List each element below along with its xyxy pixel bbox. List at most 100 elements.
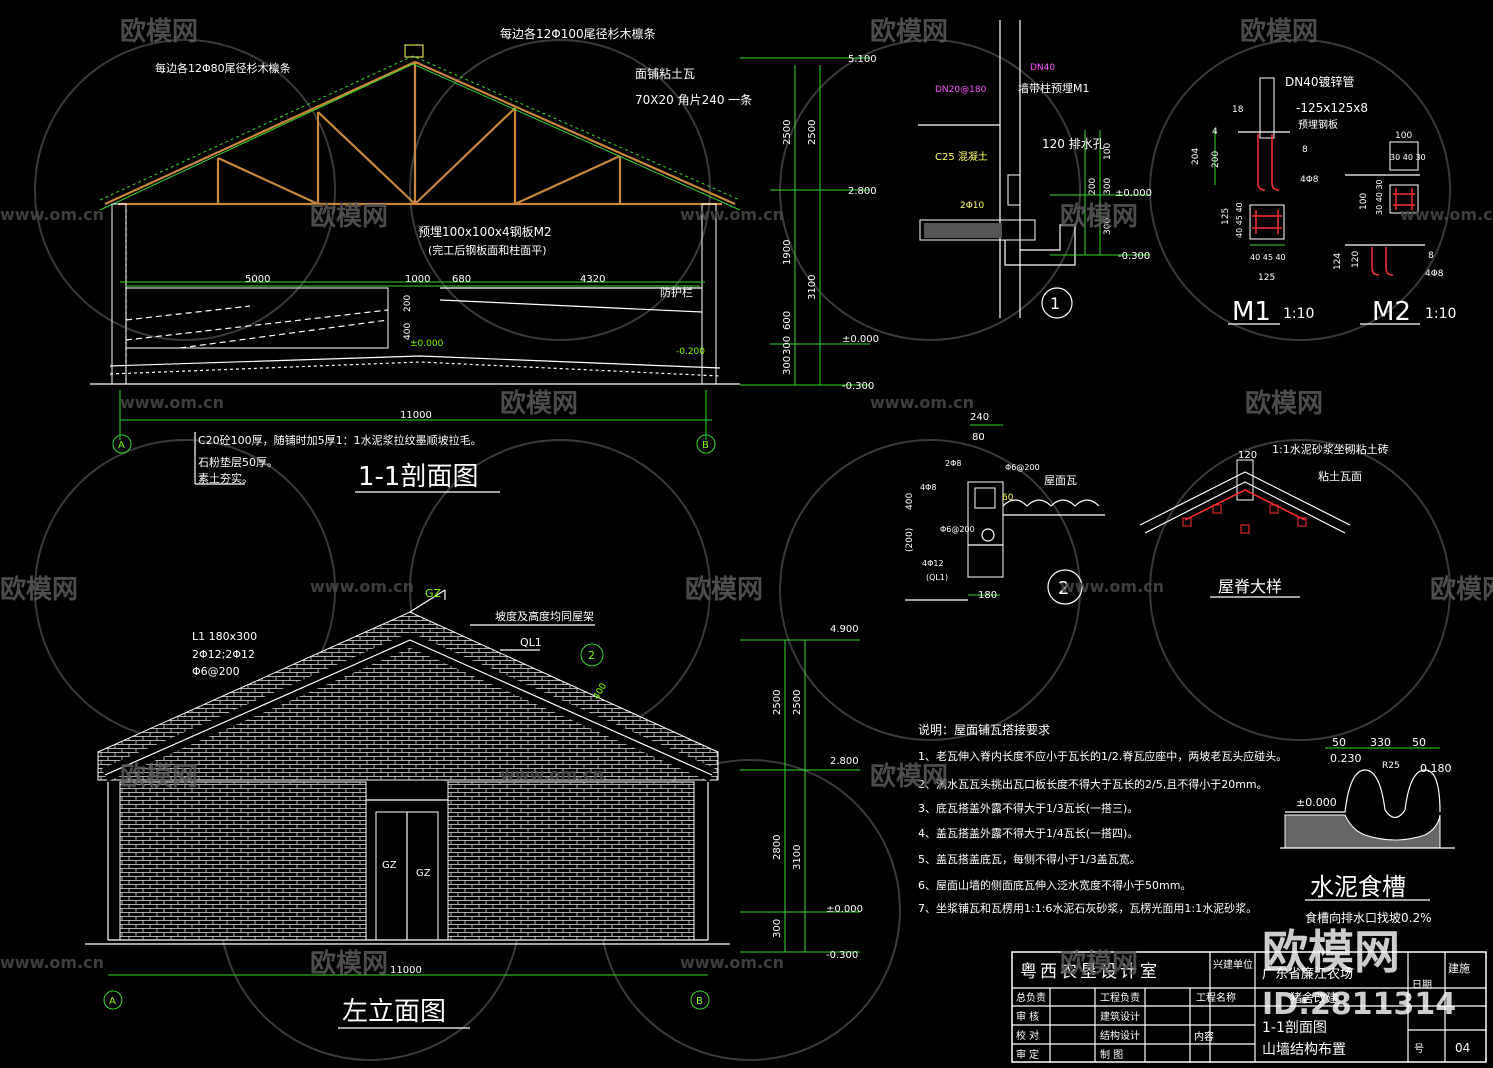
m-dim-404540h: 40 45 40	[1250, 253, 1286, 262]
wm-domain-6: www.om.cn	[310, 577, 414, 596]
section-level-0000: ±0.000	[842, 334, 879, 345]
detail-1: DN40 DN20@180 墙带柱预埋M1 C25 混凝土 120 排水孔 2Φ…	[918, 20, 1152, 319]
trough-dim-50b: 50	[1412, 736, 1426, 749]
section-dim-2500a: 2500	[782, 120, 793, 145]
detail-m1-m2: DN40镀锌管 -125x125x8 预埋钢板 8 4Φ8 4Φ8 8 18 4…	[1191, 74, 1456, 327]
trough-r25: R25	[1382, 761, 1400, 771]
section-note-angle: 70X20 角片240 一条	[635, 93, 752, 107]
d2-note-60: 60	[1002, 493, 1014, 503]
ridge-note-mortar: 1:1水泥砂浆坐砌粘土砖	[1272, 442, 1389, 456]
section-dim-300b: 300	[782, 356, 793, 375]
d2-note-2phi8: 2Φ8	[945, 459, 961, 468]
elev-level-m0300: -0.300	[826, 950, 858, 961]
m2-dim-304030h: 30 40 30	[1390, 153, 1426, 162]
wm-brand-1: 欧模网	[120, 16, 198, 47]
tb-role-4: 制 图	[1100, 1048, 1123, 1061]
ridge-note-120: 120	[1238, 450, 1257, 461]
tb-builder-label: 兴建单位	[1213, 958, 1253, 971]
section-note-plate: 预埋100x100x4钢板M2	[418, 225, 552, 239]
section-axis-b: B	[702, 440, 709, 451]
m-dim-18: 18	[1232, 105, 1244, 115]
trough-dim-330: 330	[1370, 736, 1391, 749]
explain-title: 说明：屋面铺瓦搭接要求	[918, 722, 1050, 737]
wm-domain-4: www.om.cn	[870, 393, 974, 412]
elev-dim-2800: 2800	[772, 835, 783, 860]
elev-axis-b: B	[696, 996, 703, 1007]
section-title: 1-1剖面图	[358, 462, 478, 492]
trough-level-0230: 0.230	[1330, 752, 1362, 765]
explain-item-7: 7、坐浆铺瓦和瓦楞用1:1:6水泥石灰砂浆，瓦楞光面用1:1水泥砂浆。	[918, 901, 1257, 915]
d2-dim-80: 80	[972, 432, 985, 443]
m2-dim-124: 124	[1333, 253, 1343, 270]
ridge-detail: 120 1:1水泥砂浆坐砌粘土砖 粘土瓦面 屋脊大样	[1139, 442, 1389, 598]
wm-brand-2: 欧模网	[870, 16, 948, 47]
elev-callout-2: 2	[588, 649, 595, 662]
section-level-2800: 2.800	[848, 186, 877, 197]
wm-domain-3: www.om.cn	[680, 205, 784, 224]
m-note-8b: 8	[1428, 251, 1434, 261]
wm-big-id: ID:2811314	[1262, 987, 1456, 1022]
section-dim-4320: 4320	[580, 274, 605, 285]
elev-note-rebar: 2Φ12;2Φ12	[192, 648, 255, 661]
wm-domain-9: www.om.cn	[0, 953, 104, 972]
elev-note-gz-top: GZ	[425, 587, 442, 600]
m2-dim-100h: 100	[1395, 131, 1412, 141]
section-dim-680: 680	[452, 274, 471, 285]
tb-sheet: 04	[1455, 1041, 1470, 1055]
d1-level-0000: ±0.000	[1115, 188, 1152, 199]
section-note-guardrail: 防护栏	[660, 285, 693, 299]
tb-row-1: 总负责	[1016, 991, 1046, 1004]
elev-dim-11000: 11000	[390, 965, 422, 976]
tb-role-1: 工程负责	[1100, 991, 1140, 1004]
tb-row-3: 审 定	[1016, 1048, 1039, 1061]
trough-sub: 食槽向排水口找坡0.2%	[1305, 910, 1432, 925]
d1-label: 1	[1050, 294, 1060, 313]
section-note-cushion: 石粉垫层50厚。	[198, 455, 278, 469]
tb-role-2: 建筑设计	[1100, 1010, 1140, 1023]
tb-date-label: 日期	[1412, 979, 1432, 991]
d2-note-4phi12: 4Φ12	[922, 559, 944, 568]
tb-row-2: 审 核	[1016, 1010, 1039, 1023]
d2-dim-240: 240	[970, 412, 989, 423]
elev-level-4900: 4.900	[830, 624, 859, 635]
wm-brand-13: 欧模网	[310, 948, 388, 979]
title-block: 粤西农垦设计室 兴建单位 广东省廉江农场 总负责 审 核 审 定 校 对 工程负…	[1011, 951, 1487, 1063]
m-dim-204: 204	[1191, 148, 1201, 165]
section-note-tile: 面铺粘土瓦	[635, 66, 695, 81]
d2-dim-200: (200)	[905, 528, 915, 552]
d1-note-dn20: DN20@180	[935, 85, 987, 95]
m-note-dn40: DN40镀锌管	[1285, 74, 1355, 89]
explain-item-2: 2、满水瓦瓦头挑出瓦口板长度不得大于瓦长的2/5,且不得小于20mm。	[918, 777, 1268, 791]
d1-note-m1: 墙带柱预埋M1	[1018, 81, 1090, 95]
d1-level-m0300: -0.300	[1118, 251, 1150, 262]
wm-domain-5: www.om.cn	[1400, 205, 1493, 224]
d1-note-c25: C25 混凝土	[935, 150, 988, 163]
section-dim-400: 400	[403, 323, 413, 340]
section-note-plate-sub: (完工后钢板面和柱面平)	[428, 243, 547, 257]
explain-notes: 说明：屋面铺瓦搭接要求 1、老瓦伸入脊内长度不应小于瓦长的1/2.脊瓦应座中，两…	[918, 722, 1287, 915]
wm-domain-8: www.om.cn	[500, 765, 604, 784]
tb-project-label: 工程名称	[1196, 991, 1236, 1004]
d2-dim-180: 180	[978, 590, 997, 601]
wm-brand-12: 欧模网	[870, 761, 948, 792]
wm-domain-2: www.om.cn	[120, 393, 224, 412]
trough-level-0000: ±0.000	[1296, 796, 1337, 809]
d1-note-2phi10: 2Φ10	[960, 201, 985, 211]
m-dim-4: 4	[1212, 127, 1218, 137]
section-dim-1900: 1900	[782, 240, 793, 265]
section-dim-2500b: 2500	[807, 120, 818, 145]
elev-axis-a: A	[109, 996, 116, 1007]
section-level-5100: 5.100	[848, 54, 877, 65]
d2-note-4phi8: 4Φ8	[920, 483, 936, 492]
d2-dim-400: 400	[905, 493, 915, 510]
elev-level-0000: ±0.000	[826, 904, 863, 915]
section-dim-1000: 1000	[405, 274, 430, 285]
wm-brand-14: 欧模网	[1060, 948, 1138, 979]
d2-label: 2	[1058, 578, 1069, 599]
wm-domain-1: www.om.cn	[0, 205, 104, 224]
elev-dim-2500b: 2500	[792, 690, 803, 715]
detail-2: 240 80 2Φ8 Φ6@200 屋面瓦 60 4Φ8 Φ6@200 4Φ12…	[905, 412, 1105, 605]
wm-domain-10: www.om.cn	[680, 953, 784, 972]
section-dim-3100: 3100	[807, 275, 818, 300]
